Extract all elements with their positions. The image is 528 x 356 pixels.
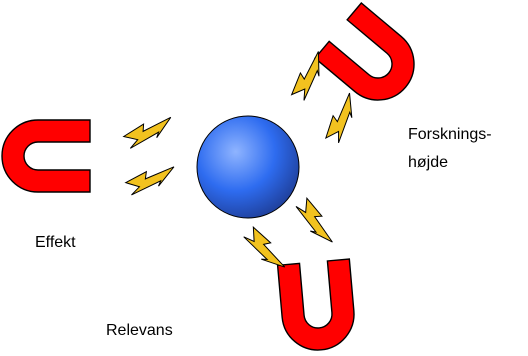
label-forskningshojde: Forsknings- højde: [408, 126, 492, 171]
central-sphere: [196, 115, 300, 219]
bolt-relevans-right-icon: [294, 194, 333, 251]
label-relevans: Relevans: [106, 322, 173, 339]
magnet-forskningshojde-icon: [314, 2, 430, 116]
bolt-forskning-lower-icon: [318, 92, 368, 147]
magnet-effekt-icon: [1, 119, 91, 193]
label-effekt: Effekt: [35, 234, 76, 251]
bolt-effekt-lower-icon: [123, 166, 178, 197]
bolt-effekt-upper-icon: [121, 116, 176, 150]
magnet-relevans-icon: [276, 258, 358, 354]
